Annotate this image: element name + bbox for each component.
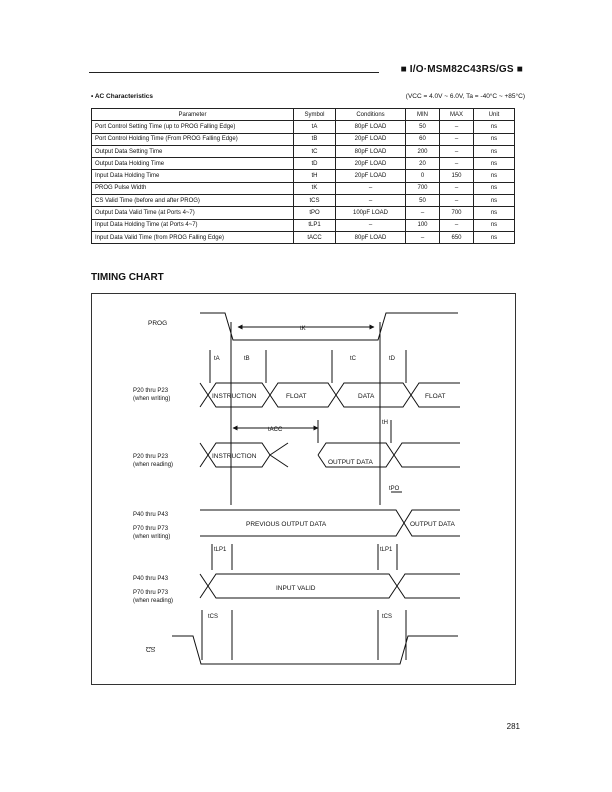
- table-row: CS Valid Time (before and after PROG)tCS…: [91, 194, 515, 208]
- ac-conditions: (VCC = 4.0V ~ 6.0V, Ta = -40°C ~ +85°C): [405, 93, 525, 100]
- page-number: 281: [506, 722, 520, 731]
- signal-p40-write-2: P70 thru P73: [133, 526, 169, 532]
- prog-waveform: [200, 312, 458, 341]
- cell-unit: ns: [473, 120, 515, 134]
- page-header-title: ■ I/O·MSM82C43RS/GS ■: [400, 64, 523, 75]
- cell-min: –: [405, 206, 440, 220]
- cell-symbol: tK: [293, 181, 336, 196]
- param-ta: tA: [214, 356, 220, 362]
- table-row: Input Data Valid Time (from PROG Falling…: [91, 230, 515, 245]
- timing-chart-frame: [91, 293, 516, 685]
- p20-write-bus: [199, 382, 460, 408]
- cell-parameter: Input Data Valid Time (from PROG Falling…: [91, 230, 294, 245]
- table-header-row: Parameter Symbol Conditions MIN MAX Unit: [91, 107, 515, 122]
- p40-write-bus: [200, 509, 460, 537]
- p40-read-bus: [199, 573, 460, 599]
- table-row: Port Control Holding Time (From PROG Fal…: [91, 132, 515, 146]
- timing-chart-title: TIMING CHART: [91, 272, 164, 283]
- param-tcs-a: tCS: [208, 614, 218, 620]
- cell-conditions: 80pF LOAD: [335, 144, 406, 159]
- cell-conditions: 80pF LOAD: [335, 230, 406, 245]
- segment-previous-output: PREVIOUS OUTPUT DATA: [246, 521, 327, 528]
- segment-float-1: FLOAT: [286, 393, 306, 400]
- cell-max: –: [439, 181, 474, 196]
- cell-unit: ns: [473, 206, 515, 220]
- segment-data: DATA: [358, 393, 375, 400]
- cell-unit: ns: [473, 218, 515, 232]
- cell-max: –: [439, 120, 474, 134]
- param-tb: tB: [244, 356, 250, 362]
- table-row: Port Control Setting Time (up to PROG Fa…: [91, 120, 515, 134]
- cell-symbol: tH: [293, 169, 336, 183]
- param-td: tD: [389, 356, 396, 362]
- cs-waveform: [172, 635, 458, 665]
- header-rule: [89, 72, 379, 73]
- cell-unit: ns: [473, 132, 515, 146]
- cell-parameter: Input Data Holding Time: [91, 169, 294, 183]
- segment-output-data-write: OUTPUT DATA: [410, 521, 455, 528]
- param-tc: tC: [350, 356, 357, 362]
- cell-unit: ns: [473, 230, 515, 245]
- cell-unit: ns: [473, 181, 515, 196]
- cell-unit: ns: [473, 144, 515, 159]
- table-row: Output Data Valid Time (at Ports 4~7)tPO…: [91, 206, 515, 220]
- signal-p40-read-1: P40 thru P43: [133, 576, 169, 582]
- table-row: Input Data Holding Time (at Ports 4~7)tL…: [91, 218, 515, 232]
- cell-conditions: 20pF LOAD: [335, 157, 406, 171]
- segment-float-2: FLOAT: [425, 393, 445, 400]
- cell-conditions: –: [335, 218, 406, 232]
- cell-max: –: [439, 132, 474, 146]
- segment-output-data-read: OUTPUT DATA: [328, 459, 373, 466]
- signal-cs: CS: [146, 647, 156, 654]
- signal-p40-read-3: (when reading): [133, 598, 173, 604]
- signal-p40-write-1: P40 thru P43: [133, 512, 169, 518]
- signal-p40-read-2: P70 thru P73: [133, 590, 169, 596]
- param-th: tH: [382, 420, 388, 426]
- signal-p20-write-2: (when writing): [133, 396, 170, 402]
- signal-prog: PROG: [148, 320, 167, 327]
- segment-instruction-read: INSTRUCTION: [212, 453, 257, 460]
- segment-instruction-write: INSTRUCTION: [212, 393, 257, 400]
- cell-symbol: tD: [293, 157, 336, 171]
- param-tlp1-b: tLP1: [380, 547, 393, 553]
- cell-min: 50: [405, 120, 440, 134]
- signal-p20-write-1: P20 thru P23: [133, 388, 169, 394]
- cell-unit: ns: [473, 194, 515, 208]
- cell-symbol: tB: [293, 132, 336, 146]
- signal-p40-write-3: (when writing): [133, 534, 170, 540]
- cell-min: 100: [405, 218, 440, 232]
- cell-min: –: [405, 230, 440, 245]
- ac-characteristics-title: • AC Characteristics: [91, 93, 154, 100]
- param-tacc: tACC: [268, 427, 283, 433]
- cell-unit: ns: [473, 169, 515, 183]
- signal-p20-read-2: (when reading): [133, 462, 173, 468]
- segment-input-valid: INPUT VALID: [276, 585, 316, 592]
- cell-conditions: 20pF LOAD: [335, 132, 406, 146]
- ac-characteristics-table: Parameter Symbol Conditions MIN MAX Unit…: [91, 107, 515, 245]
- cell-min: 50: [405, 194, 440, 208]
- param-tcs-b: tCS: [382, 614, 392, 620]
- cell-conditions: 100pF LOAD: [335, 206, 406, 220]
- param-tk: tK: [300, 326, 306, 332]
- param-tpo: tPO: [389, 486, 400, 492]
- cell-symbol: tLP1: [293, 218, 336, 232]
- param-tlp1-a: tLP1: [214, 547, 227, 553]
- cell-min: 200: [405, 144, 440, 159]
- p20-read-bus: [199, 442, 460, 468]
- cell-min: 700: [405, 181, 440, 196]
- cell-parameter: Output Data Valid Time (at Ports 4~7): [91, 206, 294, 220]
- signal-p20-read-1: P20 thru P23: [133, 454, 169, 460]
- cell-unit: ns: [473, 157, 515, 171]
- cell-parameter: PROG Pulse Width: [91, 181, 294, 196]
